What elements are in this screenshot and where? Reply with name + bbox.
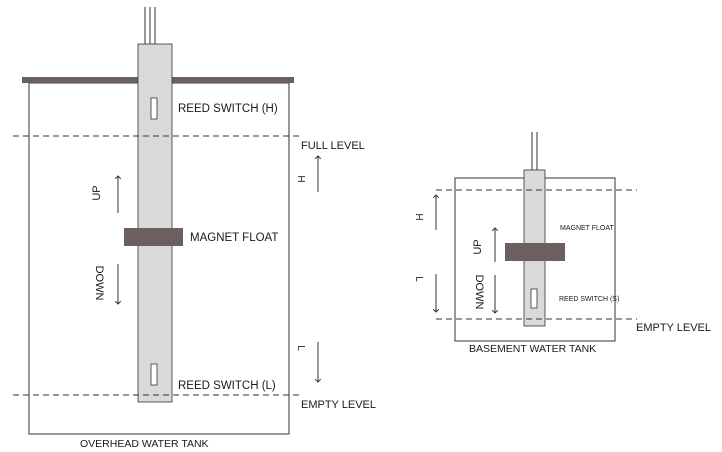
reed-switch-h-marker (150, 97, 158, 120)
overhead-tank: REED SWITCH (H) MAGNET FLOAT REED SWITCH… (13, 7, 376, 450)
reed-switch-l-marker (150, 363, 158, 386)
reed-switch-s-marker (530, 288, 538, 309)
h-marker-overhead: H (295, 175, 306, 182)
h-marker-basement: H (413, 213, 424, 220)
up-label-basement: UP (472, 239, 484, 254)
down-label-overhead: DOWN (93, 266, 105, 301)
reed-switch-l-label: REED SWITCH (L) (178, 380, 276, 392)
full-level-label: FULL LEVEL (301, 140, 365, 152)
basement-tank: MAGNET FLOAT REED SWITCH (S) EMPTY LEVEL… (413, 132, 711, 355)
basement-tank-caption: BASEMENT WATER TANK (469, 343, 596, 355)
overhead-tank-caption: OVERHEAD WATER TANK (80, 438, 209, 450)
reed-switch-s-label: REED SWITCH (S) (559, 296, 619, 303)
down-label-basement: DOWN (473, 275, 485, 310)
reed-switch-h-label: REED SWITCH (H) (178, 103, 278, 115)
up-label-overhead: UP (91, 185, 103, 200)
l-marker-overhead: L (295, 345, 306, 351)
magnet-float-label-overhead: MAGNET FLOAT (190, 232, 278, 244)
magnet-float-overhead (124, 228, 183, 246)
empty-level-label-basement: EMPTY LEVEL (636, 322, 711, 334)
magnet-float-basement (505, 243, 565, 261)
magnet-float-label-basement: MAGNET FLOAT (560, 225, 615, 232)
empty-level-label-overhead: EMPTY LEVEL (301, 399, 376, 411)
l-marker-basement: L (413, 276, 424, 282)
